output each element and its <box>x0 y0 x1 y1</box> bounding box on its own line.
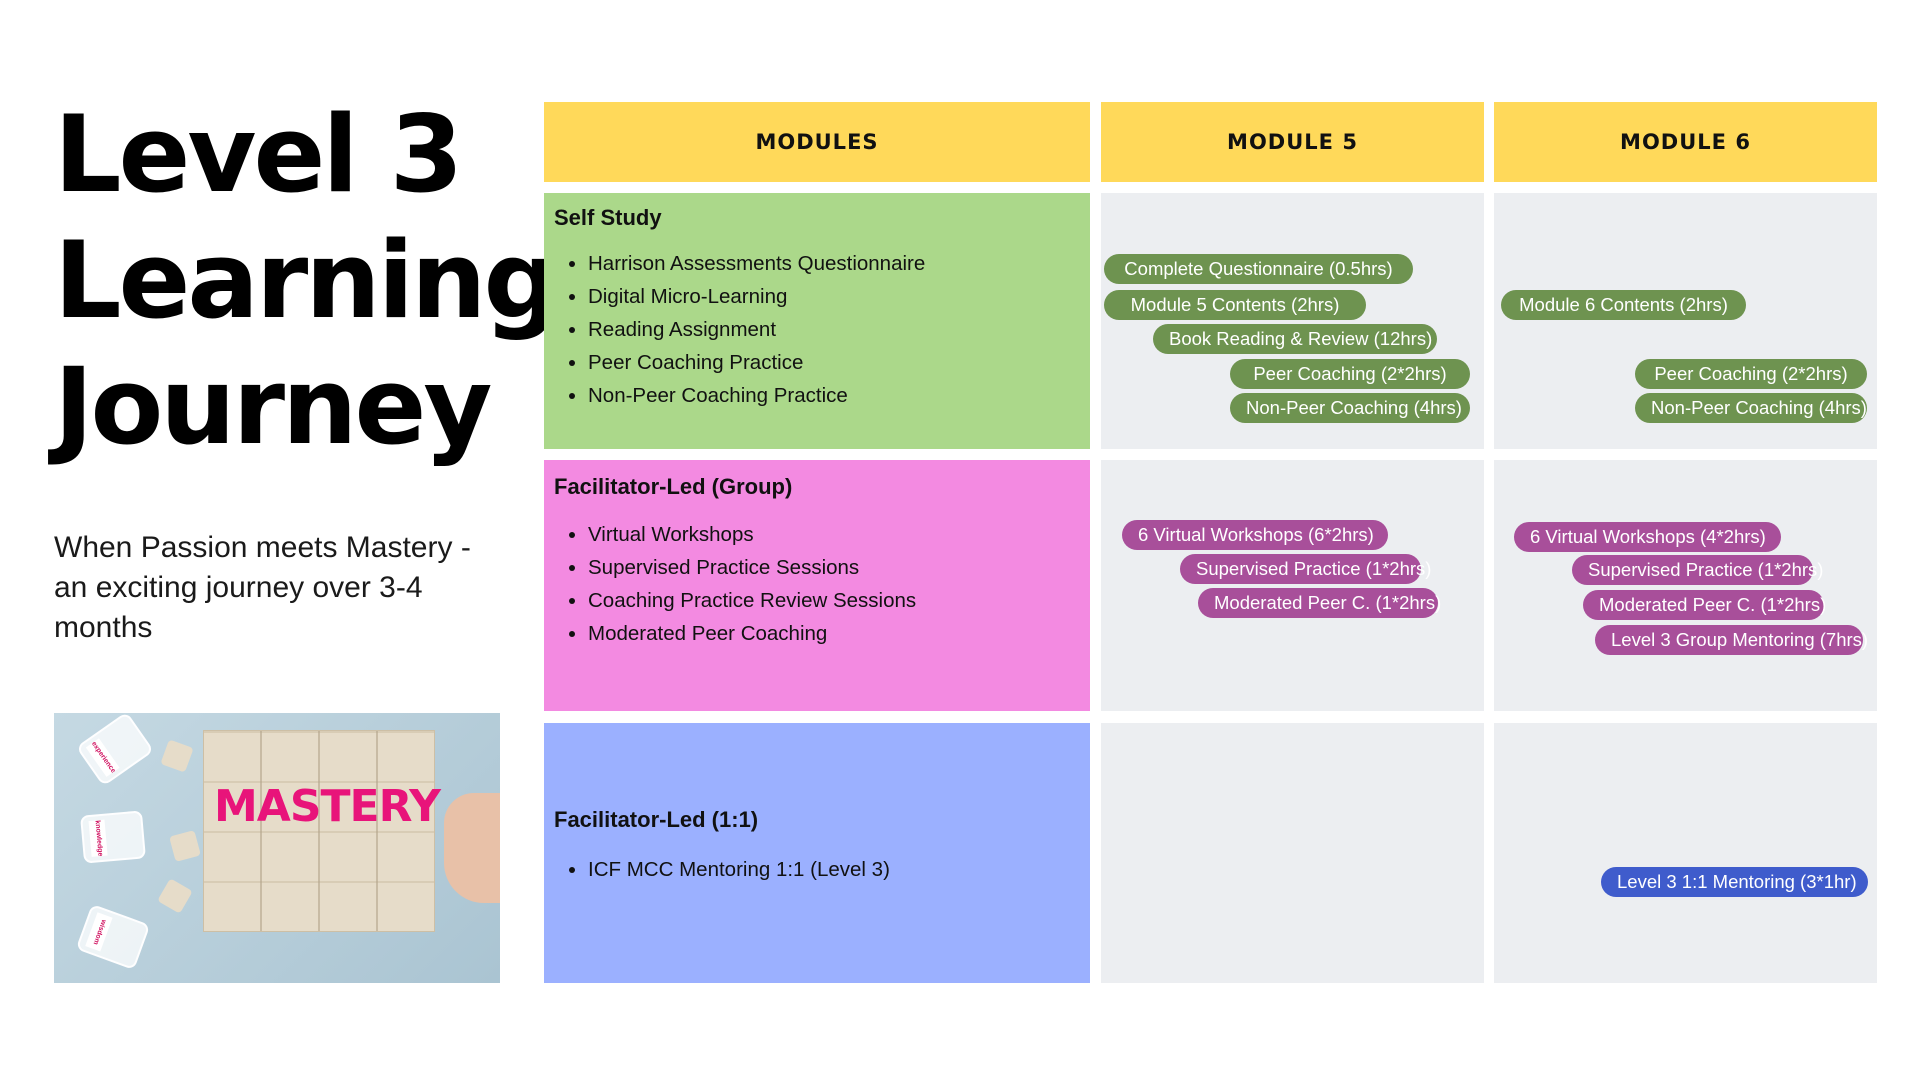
jar-knowledge: knowledge <box>80 810 146 864</box>
category-title: Facilitator-Led (1:1) <box>554 807 759 832</box>
activity-pill: 6 Virtual Workshops (6*2hrs) <box>1122 520 1388 550</box>
jar-label: wisdom <box>85 912 113 952</box>
list-item: Harrison Assessments Questionnaire <box>588 247 925 280</box>
activity-pill: Supervised Practice (1*2hrs) <box>1180 554 1431 584</box>
hand <box>444 793 500 903</box>
activity-pill: Peer Coaching (2*2hrs) <box>1635 359 1867 389</box>
title-line-3: Journey <box>54 345 492 468</box>
header-module-6: MODULE 6 <box>1494 102 1877 182</box>
category-items: ICF MCC Mentoring 1:1 (Level 3) <box>554 853 890 886</box>
category-facilitator-led-one-on-one: Facilitator-Led (1:1) ICF MCC Mentoring … <box>544 723 1090 983</box>
activity-pill: Peer Coaching (2*2hrs) <box>1230 359 1470 389</box>
activity-pill: Complete Questionnaire (0.5hrs) <box>1104 254 1413 284</box>
activity-pill: Non-Peer Coaching (4hrs) <box>1230 393 1470 423</box>
list-item: Virtual Workshops <box>588 518 916 551</box>
category-self-study: Self Study Harrison Assessments Question… <box>544 193 1090 449</box>
activity-pill: Level 3 1:1 Mentoring (3*1hr) <box>1601 867 1868 897</box>
module-5-self-study-cell: Complete Questionnaire (0.5hrs) Module 5… <box>1101 193 1484 449</box>
activity-pill: Level 3 Group Mentoring (7hrs) <box>1595 625 1868 655</box>
module-5-facilitator-group-cell: 6 Virtual Workshops (6*2hrs) Supervised … <box>1101 460 1484 711</box>
category-title: Facilitator-Led (Group) <box>554 474 793 499</box>
list-item: Supervised Practice Sessions <box>588 551 916 584</box>
category-title: Self Study <box>554 205 662 230</box>
activity-pill: Module 5 Contents (2hrs) <box>1104 290 1366 320</box>
list-item: ICF MCC Mentoring 1:1 (Level 3) <box>588 853 890 886</box>
activity-pill: Book Reading & Review (12hrs) <box>1153 324 1437 354</box>
jar-label: knowledge <box>88 819 108 857</box>
list-item: Non-Peer Coaching Practice <box>588 379 925 412</box>
title-line-2: Learning <box>54 219 559 342</box>
activity-pill: 6 Virtual Workshops (4*2hrs) <box>1514 522 1781 552</box>
list-item: Digital Micro-Learning <box>588 280 925 313</box>
module-5-facilitator-one-on-one-cell <box>1101 723 1484 983</box>
list-item: Moderated Peer Coaching <box>588 617 916 650</box>
module-6-facilitator-group-cell: 6 Virtual Workshops (4*2hrs) Supervised … <box>1494 460 1877 711</box>
list-item: Coaching Practice Review Sessions <box>588 584 916 617</box>
activity-pill: Supervised Practice (1*2hrs) <box>1572 555 1823 585</box>
page-title: Level 3 Learning Journey <box>54 92 559 470</box>
list-item: Reading Assignment <box>588 313 925 346</box>
category-facilitator-led-group: Facilitator-Led (Group) Virtual Workshop… <box>544 460 1090 711</box>
activity-pill: Module 6 Contents (2hrs) <box>1501 290 1746 320</box>
activity-pill: Moderated Peer C. (1*2hrs) <box>1583 590 1826 620</box>
activity-pill: Moderated Peer C. (1*2hrs) <box>1198 588 1441 618</box>
category-items: Harrison Assessments Questionnaire Digit… <box>554 247 925 412</box>
header-modules: MODULES <box>544 102 1090 182</box>
mastery-word: MASTERY <box>214 781 441 832</box>
mastery-puzzle-image: experience knowledge wisdom MASTERY <box>54 713 500 983</box>
activity-pill: Non-Peer Coaching (4hrs) <box>1635 393 1867 423</box>
list-item: Peer Coaching Practice <box>588 346 925 379</box>
module-6-facilitator-one-on-one-cell: Level 3 1:1 Mentoring (3*1hr) <box>1494 723 1877 983</box>
header-module-5: MODULE 5 <box>1101 102 1484 182</box>
category-items: Virtual Workshops Supervised Practice Se… <box>554 518 916 650</box>
subtitle: When Passion meets Mastery - an exciting… <box>54 531 471 644</box>
module-6-self-study-cell: Module 6 Contents (2hrs) Peer Coaching (… <box>1494 193 1877 449</box>
title-line-1: Level 3 <box>54 93 463 216</box>
